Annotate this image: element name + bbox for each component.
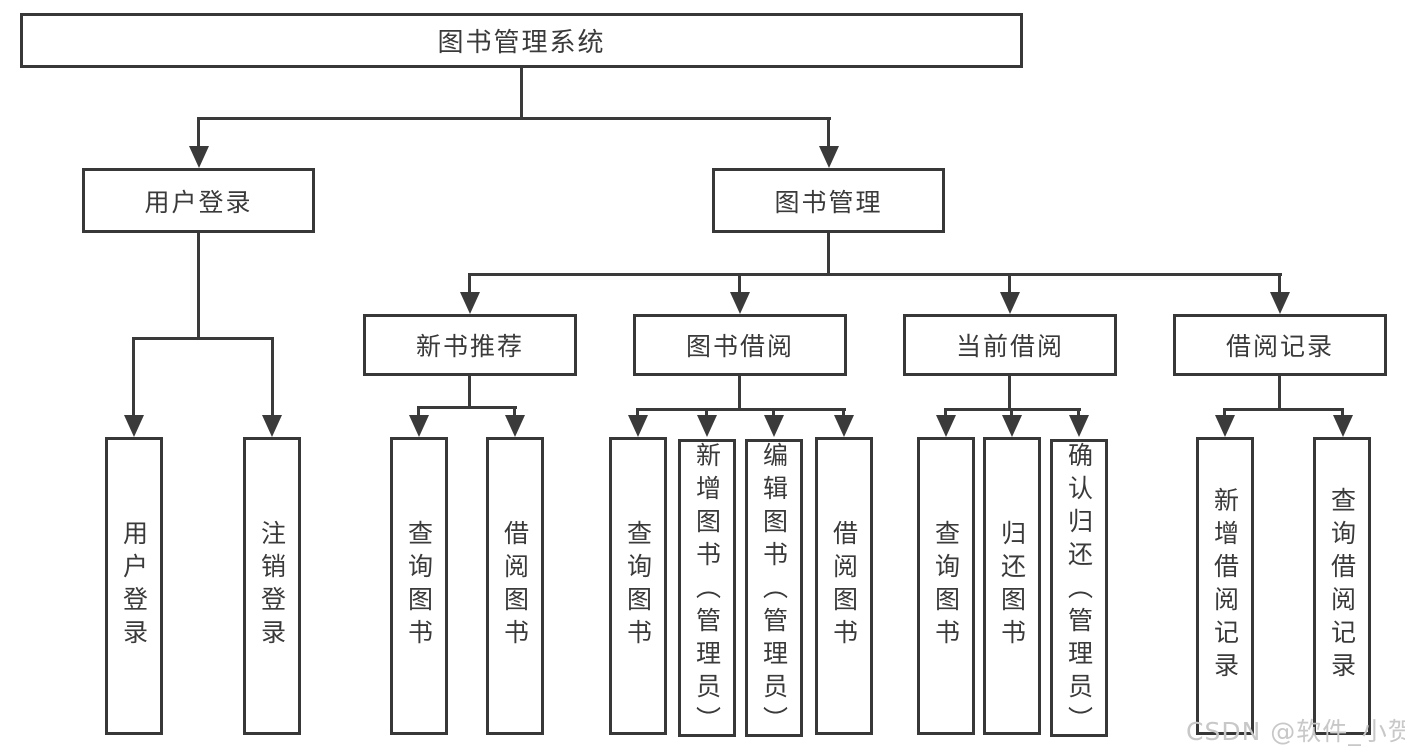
node-label: 查询借阅记录 [1327,487,1357,685]
connector-line [197,117,200,146]
arrow-down-icon [505,415,525,437]
connector-line [468,273,471,292]
connector-line [1008,376,1011,410]
leaf-add-books-admin: 新增图书（管理员） [678,439,736,739]
csdn-watermark: CSDN @软件_小贺同学 [1186,717,1405,746]
connector-line [636,408,639,415]
node-label: 查询图书 [931,520,961,652]
arrow-down-icon [124,415,144,437]
leaf-query-books-recommend: 查询图书 [390,437,448,735]
arrow-down-icon [936,415,956,437]
leaf-confirm-return-admin: 确认归还（管理员） [1050,439,1108,739]
connector-line [417,406,517,409]
leaf-borrow-books: 借阅图书 [815,437,873,735]
connector-line [513,406,516,415]
leaf-query-borrow-record: 查询借阅记录 [1313,437,1371,735]
arrow-down-icon [834,415,854,437]
node-label: 编辑图书（管理员） [759,442,789,739]
node-label: 确认归还（管理员） [1064,442,1094,739]
connector-line [1077,408,1080,415]
arrow-down-icon [460,292,480,314]
connector-line [1341,408,1344,415]
node-label: 借阅图书 [500,520,530,652]
connector-line [636,408,846,411]
node-label: 查询图书 [623,520,653,652]
connector-line [827,117,830,146]
leaf-query-books-borrowing: 查询图书 [609,437,667,735]
leaf-return-books: 归还图书 [983,437,1041,735]
connector-line [132,337,135,415]
node-label: 图书借阅 [685,332,794,361]
node-label: 注销登录 [257,520,287,652]
arrow-down-icon [409,415,429,437]
connector-line [772,408,775,415]
arrow-down-icon [189,146,209,168]
connector-line [468,376,471,408]
connector-line [197,117,831,120]
node-label: 图书管理系统 [437,28,606,58]
node-current-borrowing: 当前借阅 [903,314,1117,376]
connector-line [738,376,741,410]
connector-line [705,408,708,415]
arrow-down-icon [1270,292,1290,314]
leaf-user-login: 用户登录 [105,437,163,735]
arrow-down-icon [819,146,839,168]
arrow-down-icon [262,415,282,437]
node-new-book-recommend: 新书推荐 [363,314,577,376]
node-book-borrowing: 图书借阅 [633,314,847,376]
connector-line [197,233,200,337]
arrow-down-icon [1333,415,1353,437]
connector-line [520,68,523,117]
arrow-down-icon [1215,415,1235,437]
node-label: 用户登录 [119,520,149,652]
arrow-down-icon [1069,415,1089,437]
node-label: 新增图书（管理员） [692,442,722,739]
leaf-borrow-books-recommend: 借阅图书 [486,437,544,735]
node-label: 查询图书 [404,520,434,652]
node-book-management: 图书管理 [712,168,945,233]
connector-line [738,273,741,292]
arrow-down-icon [1000,292,1020,314]
connector-line [1223,408,1226,415]
arrow-down-icon [697,415,717,437]
node-label: 借阅图书 [829,520,859,652]
connector-line [417,406,420,415]
node-label: 借阅记录 [1225,332,1334,361]
connector-line [469,273,1282,276]
node-library-management-system: 图书管理系统 [20,13,1023,68]
node-label: 新书推荐 [415,332,524,361]
connector-line [827,233,830,273]
connector-line [1008,273,1011,292]
node-borrowing-records: 借阅记录 [1173,314,1387,376]
connector-line [842,408,845,415]
leaf-add-borrow-record: 新增借阅记录 [1196,437,1254,735]
node-user-login: 用户登录 [82,168,315,233]
arrow-down-icon [730,292,750,314]
connector-line [1278,273,1281,292]
connector-line [944,408,947,415]
connector-line [1010,408,1013,415]
arrow-down-icon [1002,415,1022,437]
node-label: 归还图书 [997,520,1027,652]
leaf-logout: 注销登录 [243,437,301,735]
node-label: 当前借阅 [955,332,1064,361]
arrow-down-icon [628,415,648,437]
connector-line [1278,376,1281,410]
node-label: 用户登录 [144,187,253,217]
connector-line [132,337,274,340]
leaf-query-books-current: 查询图书 [917,437,975,735]
connector-line [1223,408,1344,411]
connector-line [271,337,274,415]
node-label: 新增借阅记录 [1210,487,1240,685]
arrow-down-icon [764,415,784,437]
leaf-edit-books-admin: 编辑图书（管理员） [745,439,803,739]
node-label: 图书管理 [774,187,883,217]
